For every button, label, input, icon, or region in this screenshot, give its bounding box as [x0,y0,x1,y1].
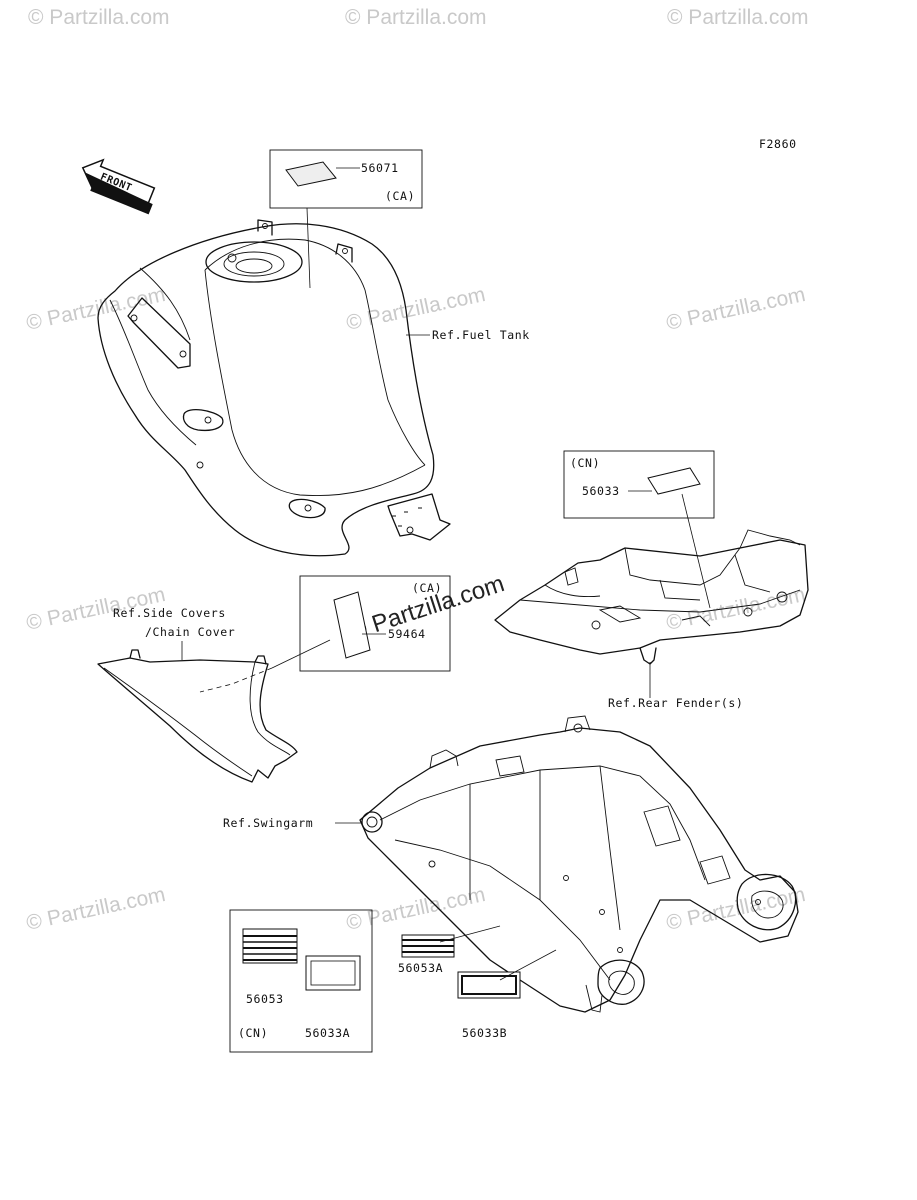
fuel-tank: Ref.Fuel Tank [97,219,530,557]
region-code: (CN) [238,1026,268,1040]
ref-fuel-tank: Ref.Fuel Tank [432,328,530,342]
label-56071-icon [285,161,337,187]
watermark-text: © Partzilla.com [664,583,807,635]
watermark-text: © Partzilla.com [24,283,167,335]
region-code: (CA) [385,189,415,203]
part-number: 56053 [246,992,284,1006]
side-cover: Ref.Side Covers /Chain Cover [97,606,298,783]
label-56033B-icon [457,971,521,999]
label-56033A-icon [305,955,361,991]
label-56053-icon [242,928,298,964]
part-number: 56071 [361,161,399,175]
callout-56033B[interactable]: 56033B [457,949,557,1040]
callout-56053A[interactable]: 56053A [398,925,501,975]
watermark-text: © Partzilla.com [667,6,809,29]
ref-side-covers: Ref.Side Covers [113,606,226,620]
label-56033-icon [647,467,701,495]
callout-56071[interactable]: 56071 (CA) [269,149,423,289]
ref-rear-fender: Ref.Rear Fender(s) [608,696,743,710]
watermark-text: © Partzilla.com [344,883,487,935]
label-59464-icon [333,591,371,659]
part-number: 56033 [582,484,620,498]
part-number: 56033A [305,1026,350,1040]
watermark-text: © Partzilla.com [24,883,167,935]
ref-chain-cover: /Chain Cover [145,625,235,639]
figure-code: F2860 [759,137,797,151]
part-number: 56033B [462,1026,507,1040]
watermark-text: © Partzilla.com [664,283,807,335]
part-number: 56053A [398,961,443,975]
label-56053A-icon [401,934,455,958]
front-direction-arrow-icon: FRONT [81,158,156,215]
swingarm: Ref.Swingarm [223,715,799,1013]
callout-59464[interactable]: (CA) 59464 [271,575,451,672]
watermark-text: © Partzilla.com [28,6,170,29]
watermark-text: © Partzilla.com [345,6,487,29]
region-code: (CA) [412,581,442,595]
ref-swingarm: Ref.Swingarm [223,816,313,830]
region-code: (CN) [570,456,600,470]
part-number: 59464 [388,627,426,641]
rear-fender: Ref.Rear Fender(s) [494,529,809,710]
callout-56033[interactable]: (CN) 56033 [563,450,715,609]
callout-kit-56053-56033A[interactable]: 56053 56033A (CN) [229,909,373,1053]
